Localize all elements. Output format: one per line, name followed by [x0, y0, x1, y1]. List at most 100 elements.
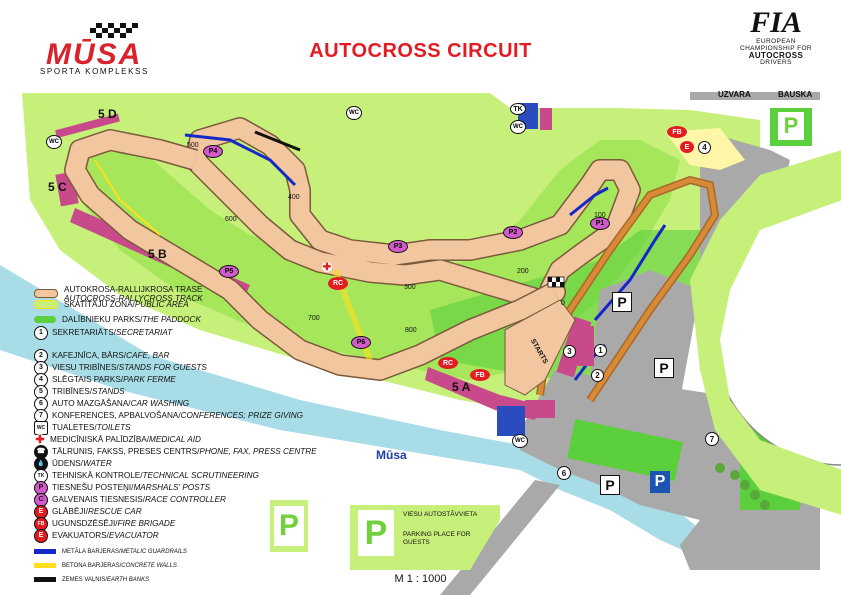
- rescue-car: E: [680, 141, 694, 153]
- green-bed-1: [567, 419, 683, 481]
- road-label-uzvara: UZVARA: [718, 90, 751, 99]
- marker-700: 700: [308, 315, 320, 322]
- public-area-swatch-icon: [34, 300, 58, 309]
- legend-separator: /: [146, 435, 150, 444]
- legend-separator: /: [123, 351, 127, 360]
- race-control-2: RC: [438, 357, 458, 369]
- legend-label-en: RESCUE CAR: [87, 507, 142, 516]
- legend-item--: ✚MEDICĪNISKĀ PALĪDZĪBA / MEDICAL AID: [34, 433, 201, 446]
- legend-separator: /: [115, 519, 118, 528]
- legend-separator: /: [131, 483, 134, 492]
- legend-separator: /: [119, 548, 121, 555]
- parking-icon-3: P: [600, 475, 620, 495]
- river-musa: [0, 265, 720, 560]
- parking-icon-4: P: [650, 471, 670, 493]
- legend-label-lv: VIESU TRIBĪNES: [52, 363, 117, 372]
- musa-logo-subtitle: SPORTA KOMPLEKSS: [40, 67, 149, 76]
- legend-label-lv: DALĪBNIEKU PARKS: [62, 315, 141, 324]
- legend-label-lv: KAFEJNĪCA, BĀRS: [52, 351, 124, 360]
- marshal-post-p3: P3: [388, 240, 408, 253]
- legend-item-paddock: DALĪBNIEKU PARKS / THE PADDOCK: [34, 313, 201, 326]
- wc-icon-2: WC: [346, 106, 362, 120]
- legend-separator: /: [80, 459, 83, 468]
- marker-800: 800: [405, 327, 417, 334]
- legend-item-metal: METĀLA BARJERAS / METALIC GUARDRAILS: [34, 545, 187, 558]
- fia-line-3: AUTOCROSS: [748, 51, 804, 60]
- fire-brigade-1: FB: [470, 369, 490, 381]
- legend-label-lv: TĀLRUNIS, FAKSS, PRESES CENTRS: [52, 447, 198, 456]
- legend-label-lv: TIESNEŠU POSTEŅI: [52, 483, 132, 492]
- map-scale: M 1 : 1000: [394, 573, 447, 585]
- medical-icon: ✚: [322, 261, 332, 273]
- metal-barrier-2: [569, 186, 609, 217]
- facility-6: 6: [557, 466, 571, 480]
- fia-mark: FIA: [750, 6, 802, 39]
- legend-label-en: MEDICAL AID: [149, 435, 201, 444]
- legend-separator: /: [105, 576, 107, 583]
- wc-icon-3: WC: [510, 120, 526, 134]
- facility-number-1-icon: 1: [34, 325, 48, 340]
- legend-label-lv: EVAKUATORS: [52, 531, 107, 540]
- legend-label-lv: SKATĪTĀJU ZONA: [64, 300, 133, 309]
- marshal-post-p6: P6: [351, 336, 371, 349]
- marker-200: 200: [517, 268, 529, 275]
- legend-label-en: CONFERENCES; PRIZE GIVING: [180, 411, 303, 420]
- start-straight: [504, 299, 576, 396]
- legend-item-water: 💧ŪDENS / WATER: [34, 456, 112, 471]
- legend-label-lv: KONFERENCES, APBALVOŠANA: [52, 411, 179, 420]
- legend-separator: /: [142, 495, 145, 504]
- track-swatch-icon: [34, 289, 58, 298]
- legend-separator: /: [113, 328, 117, 337]
- legend-separator: /: [85, 507, 88, 516]
- marshal-post-p4: P4: [203, 145, 223, 158]
- legend-separator: /: [128, 399, 131, 408]
- legend-label-en: SECRETARIAT: [116, 328, 173, 337]
- legend-separator: /: [120, 375, 124, 384]
- marshal-post-p2: P2: [503, 226, 523, 239]
- parking-bottom-left: P: [274, 506, 304, 546]
- facility-4: 4: [698, 141, 711, 154]
- metal-barrier-1: [184, 133, 297, 187]
- legend-label-en: TOILETS: [96, 423, 131, 432]
- legend-separator: /: [178, 411, 181, 420]
- marker-100: 100: [594, 212, 606, 219]
- legend-separator: /: [119, 562, 122, 569]
- legend-label-lv: SLĒGTAIS PARKS: [52, 375, 121, 384]
- building-south-2: [525, 400, 555, 418]
- river-label: Mūsa: [376, 448, 407, 462]
- legend-separator: /: [197, 447, 200, 456]
- fia-line-4: DRIVERS: [760, 59, 792, 66]
- facility-2: 2: [591, 369, 604, 382]
- legend-label-en: FIRE BRIGADE: [117, 519, 176, 528]
- legend-label-en: TECHNICAL SCRUTINEERING: [142, 471, 259, 480]
- stand-d-label: 5 D: [98, 107, 117, 121]
- tk-label: TK: [510, 103, 526, 115]
- parking-guests-lv: VIESU AUTOSTĀVVIETA: [403, 511, 478, 518]
- legend-label-lv: GALVENAIS TIESNESIS: [52, 495, 143, 504]
- fire-brigade-2: FB: [667, 126, 687, 138]
- legend-label-lv: GLĀBĒJI: [52, 507, 86, 516]
- legend-label-en: CAFE, BAR: [126, 351, 170, 360]
- fia-line-2: CHAMPIONSHIP FOR: [739, 45, 812, 52]
- stand-a-label: 5 A: [452, 380, 471, 394]
- marshal-post-p5: P5: [219, 265, 239, 278]
- building-south: [497, 406, 525, 436]
- stadium-ring: [690, 150, 841, 515]
- legend-label-en: STANDS: [92, 387, 125, 396]
- wc-icon-1: WC: [46, 135, 62, 149]
- legend-label-lv: TUALETES: [52, 423, 95, 432]
- earth-barrier-swatch-icon: [34, 577, 56, 582]
- parking-guests: P: [358, 510, 394, 556]
- legend-label-lv: AUTO MAZGĀŠANA: [52, 399, 129, 408]
- marshal-post-p1: P1: [590, 217, 610, 230]
- parking-top-right: P: [778, 112, 804, 140]
